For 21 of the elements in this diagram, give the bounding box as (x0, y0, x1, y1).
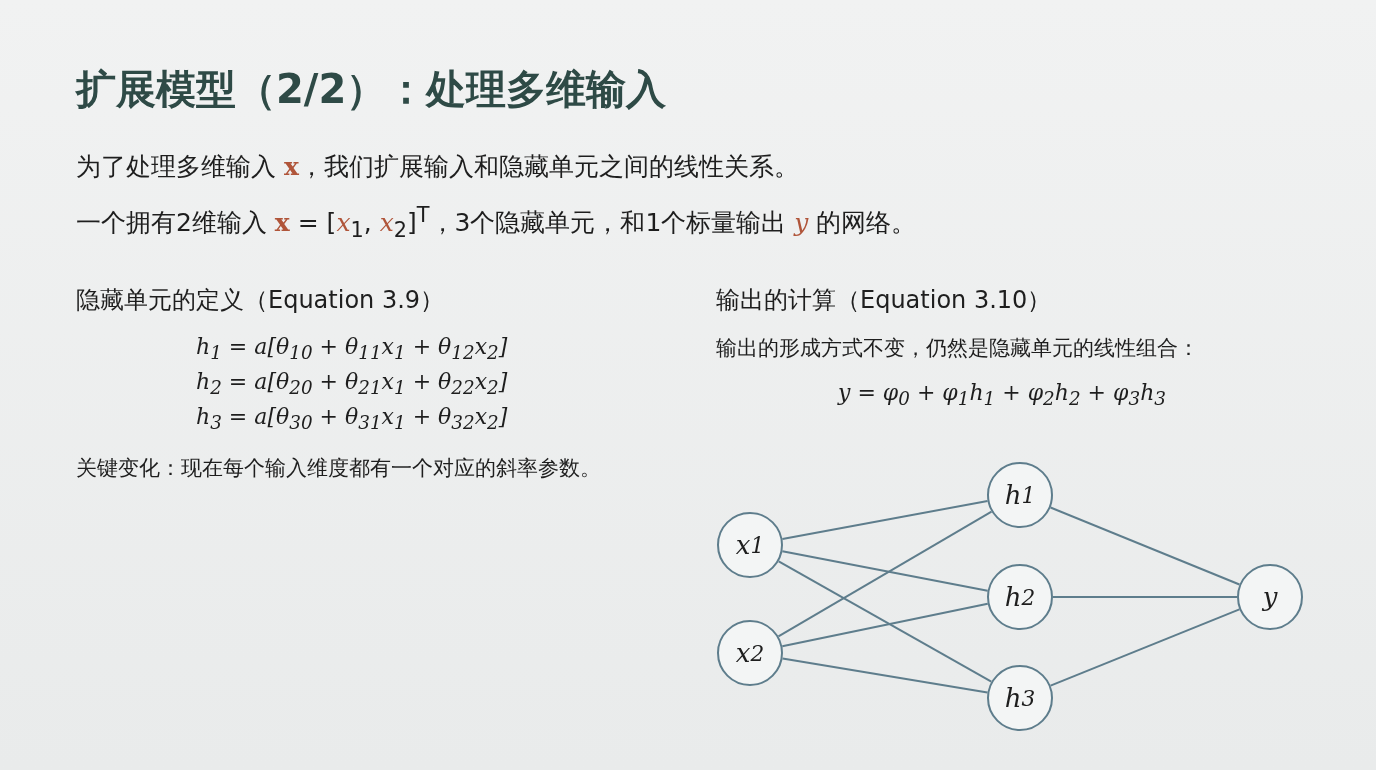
description-text: 输出的形成方式不变，仍然是隐藏单元的线性组合： (716, 335, 1199, 362)
connector-line (1049, 506, 1241, 586)
intro-text: 一个拥有2维输入 x = [x$_{1}$, x$_{2}$]$^{T}$，3个隐藏单元，和1个标量输出 y 的网络。 (76, 203, 917, 243)
connector-line (1052, 596, 1238, 598)
section-heading: 隐藏单元的定义（Equation 3.9） (76, 285, 445, 316)
connector-line (781, 657, 989, 694)
node-circle: y (1237, 564, 1303, 630)
section-heading: 输出的计算（Equation 3.10） (716, 285, 1052, 316)
connector-line (777, 560, 993, 683)
equation: h$_{2}$ = a[θ$_{20}$ + θ$_{21}$x$_{1}$ + θ$_{22}$x$_{2}$] (196, 369, 508, 399)
equation: h$_{3}$ = a[θ$_{30}$ + θ$_{31}$x$_{1}$ + θ$_{32}$x$_{2}$] (196, 404, 508, 434)
connector-line (781, 602, 989, 648)
connector-line (1049, 608, 1241, 687)
note-text: 关键变化：现在每个输入维度都有一个对应的斜率参数。 (76, 455, 602, 482)
connector-line (777, 510, 993, 638)
connector-line (781, 500, 989, 540)
intro-text: 为了处理多维输入 x，我们扩展输入和隐藏单元之间的线性关系。 (76, 151, 799, 183)
slide-title: 扩展模型（2/2）：处理多维输入 (76, 65, 667, 114)
equation: h$_{1}$ = a[θ$_{10}$ + θ$_{11}$x$_{1}$ + θ$_{12}$x$_{2}$] (196, 334, 508, 364)
equation: y = φ$_{0}$ + φ$_{1}$h$_{1}$ + φ$_{2}$h$_{2}$ + φ$_{3}$h$_{3}$ (838, 380, 1166, 410)
connector-line (781, 550, 989, 592)
